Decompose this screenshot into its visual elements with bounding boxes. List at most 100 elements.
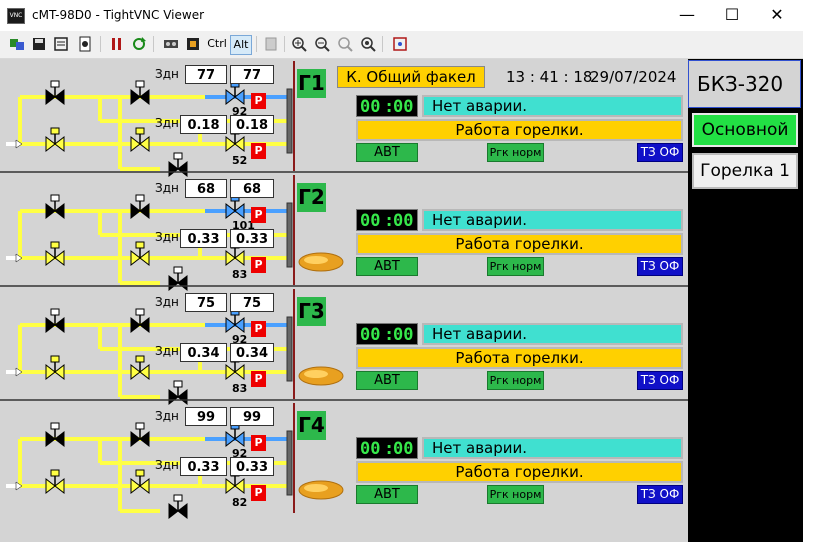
auto-mode-button[interactable]: АВТ <box>356 485 418 504</box>
minimize-button[interactable]: — <box>679 5 695 24</box>
bypass-valve-1[interactable] <box>45 355 65 381</box>
toolbar-separator <box>100 36 101 52</box>
shutoff-valve-1[interactable] <box>45 80 65 106</box>
air-control-valve[interactable] <box>225 80 245 106</box>
side-panel: БКЗ-320 Основной Горелка 1 <box>688 59 803 542</box>
maximize-button[interactable]: ☐ <box>724 5 740 24</box>
setpoint-value-2[interactable]: 0.33 <box>180 457 227 476</box>
shutoff-valve-1[interactable] <box>45 422 65 448</box>
bypass-valve-2[interactable] <box>130 241 150 267</box>
save-icon[interactable] <box>30 35 48 53</box>
options-icon[interactable] <box>52 35 70 53</box>
shutoff-valve-1[interactable] <box>45 194 65 220</box>
info-icon[interactable] <box>76 35 94 53</box>
shutoff-valve-2[interactable] <box>130 80 150 106</box>
bypass-valve-2[interactable] <box>130 469 150 495</box>
p-mode-button-1[interactable]: Р <box>251 321 266 337</box>
bypass-valve-2[interactable] <box>130 355 150 381</box>
vent-valve[interactable] <box>168 494 188 520</box>
timer-minutes: 00 <box>360 211 381 231</box>
timer-minutes: 00 <box>360 325 381 345</box>
ctrl-esc-icon[interactable] <box>184 35 202 53</box>
p-mode-button-2[interactable]: Р <box>251 257 266 273</box>
setpoint-label-2: Здн <box>155 344 179 358</box>
air-control-valve[interactable] <box>225 194 245 220</box>
timer-seconds: 00 <box>393 325 414 345</box>
burner-collector <box>286 316 293 382</box>
setpoint-value-2[interactable]: 0.18 <box>180 115 227 134</box>
setpoint-value-1[interactable]: 99 <box>185 407 227 426</box>
ctrl-alt-del-icon[interactable] <box>162 35 180 53</box>
inlet-arrow <box>15 367 23 377</box>
burner-select-button[interactable]: Горелка 1 <box>692 153 798 189</box>
new-connection-icon[interactable] <box>8 35 26 53</box>
actual-value-1: 99 <box>230 407 274 426</box>
auto-mode-button[interactable]: АВТ <box>356 257 418 276</box>
rgk-status-button[interactable]: Ргк норм <box>487 371 544 390</box>
timer-seconds: 00 <box>393 97 414 117</box>
countdown-timer: 00:00 <box>356 209 418 231</box>
bypass-valve-2[interactable] <box>130 127 150 153</box>
refresh-icon[interactable] <box>130 35 148 53</box>
bypass-valve-1[interactable] <box>45 127 65 153</box>
mode-main-button[interactable]: Основной <box>692 113 798 147</box>
shutoff-valve-1[interactable] <box>45 308 65 334</box>
setpoint-value-2[interactable]: 0.34 <box>180 343 227 362</box>
common-flare-indicator[interactable]: К. Общий факел <box>337 66 485 88</box>
auto-mode-button[interactable]: АВТ <box>356 371 418 390</box>
shutoff-valve-2[interactable] <box>130 422 150 448</box>
ctrl-key-button[interactable]: Ctrl <box>207 37 227 50</box>
p-mode-button-2[interactable]: Р <box>251 143 266 159</box>
setpoint-value-1[interactable]: 68 <box>185 179 227 198</box>
fullscreen-icon[interactable] <box>391 35 409 53</box>
setpoint-label-2: Здн <box>155 458 179 472</box>
actual-value-2: 0.33 <box>230 457 274 476</box>
rgk-status-button[interactable]: Ргк норм <box>487 257 544 276</box>
bypass-valve-1[interactable] <box>45 469 65 495</box>
p-mode-button-2[interactable]: Р <box>251 371 266 387</box>
zoom-100-icon[interactable] <box>336 35 354 53</box>
valve-position-1: 92 <box>232 105 248 118</box>
tz-of-button[interactable]: ТЗ ОФ <box>637 257 683 276</box>
clock-time: 13 : 41 : 18 <box>506 68 593 86</box>
bypass-valve-1[interactable] <box>45 241 65 267</box>
tz-of-button[interactable]: ТЗ ОФ <box>637 371 683 390</box>
setpoint-label-1: Здн <box>155 181 179 195</box>
zoom-auto-icon[interactable] <box>359 35 377 53</box>
auto-mode-button[interactable]: АВТ <box>356 143 418 162</box>
setpoint-value-1[interactable]: 77 <box>185 65 227 84</box>
setpoint-label-2: Здн <box>155 116 179 130</box>
burner-flame-icon <box>304 484 328 492</box>
tz-of-button[interactable]: ТЗ ОФ <box>637 485 683 504</box>
burner-work-status: Работа горелки. <box>356 461 683 483</box>
zoom-out-icon[interactable] <box>313 35 331 53</box>
setpoint-value-2[interactable]: 0.33 <box>180 229 227 248</box>
inlet-arrow <box>15 139 23 149</box>
inlet-arrow <box>15 481 23 491</box>
toolbar-separator <box>256 36 257 52</box>
shutoff-valve-2[interactable] <box>130 308 150 334</box>
tz-of-button[interactable]: ТЗ ОФ <box>637 143 683 162</box>
alt-key-button[interactable]: Alt <box>230 35 252 55</box>
timer-minutes: 00 <box>360 97 381 117</box>
actual-value-1: 77 <box>230 65 274 84</box>
valve-position-1: 92 <box>232 447 248 460</box>
clipboard-icon[interactable] <box>262 35 280 53</box>
actual-value-1: 75 <box>230 293 274 312</box>
zoom-in-icon[interactable] <box>290 35 308 53</box>
burner-flame-icon <box>304 370 328 378</box>
p-mode-button-1[interactable]: Р <box>251 207 266 223</box>
p-mode-button-1[interactable]: Р <box>251 435 266 451</box>
actual-value-1: 68 <box>230 179 274 198</box>
valve-position-2: 83 <box>232 268 248 281</box>
pause-icon[interactable] <box>108 35 126 53</box>
p-mode-button-1[interactable]: Р <box>251 93 266 109</box>
valve-position-2: 82 <box>232 496 248 509</box>
shutoff-valve-2[interactable] <box>130 194 150 220</box>
rgk-status-button[interactable]: Ргк норм <box>487 143 544 162</box>
rgk-status-button[interactable]: Ргк норм <box>487 485 544 504</box>
setpoint-value-1[interactable]: 75 <box>185 293 227 312</box>
p-mode-button-2[interactable]: Р <box>251 485 266 501</box>
close-button[interactable]: ✕ <box>770 5 784 24</box>
